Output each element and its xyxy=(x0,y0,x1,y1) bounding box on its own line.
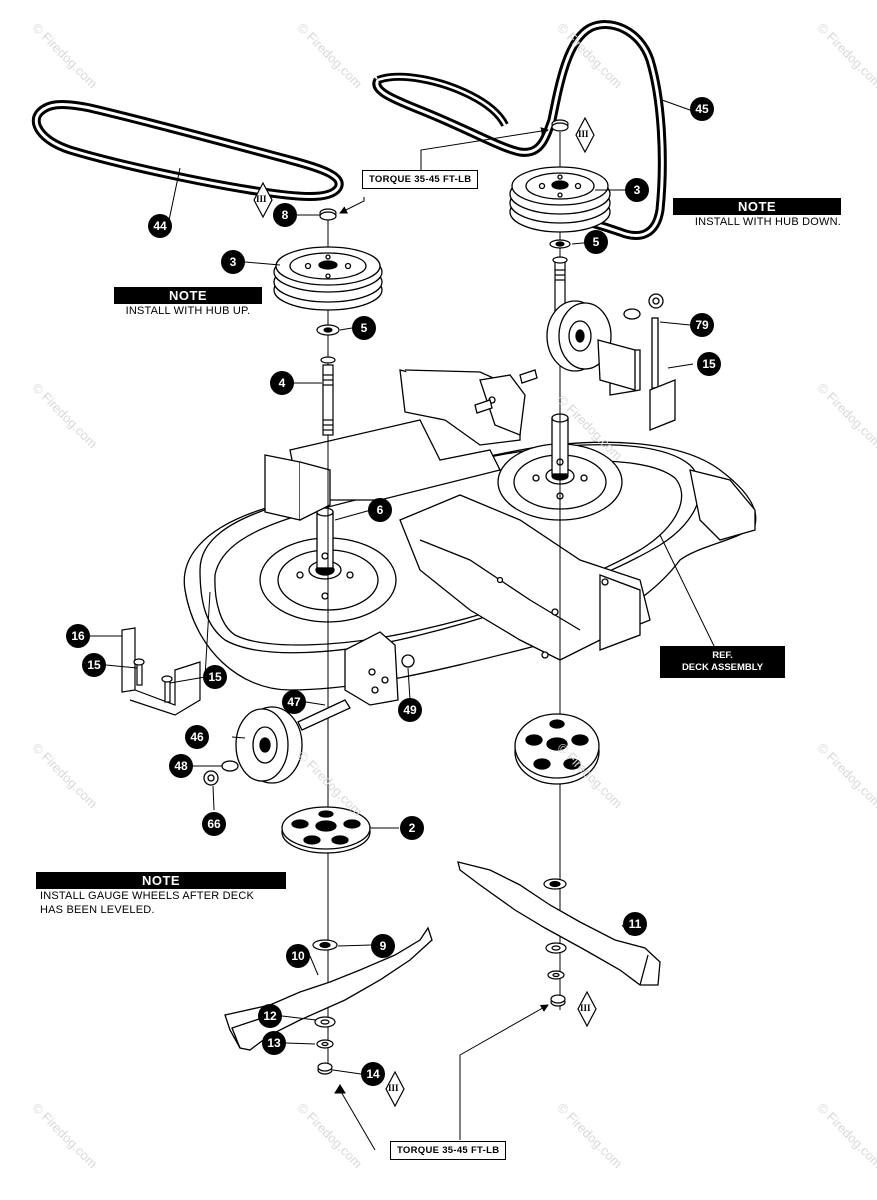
note-install-hub-down: NOTE INSTALL WITH HUB DOWN. xyxy=(673,198,841,229)
diamond-label-1: III xyxy=(256,194,267,204)
callout-10: 10 xyxy=(286,944,310,968)
callout-49: 49 xyxy=(398,698,422,722)
blade-right xyxy=(457,861,661,986)
callout-45: 45 xyxy=(690,97,714,121)
torque-label-top: TORQUE 35-45 FT-LB xyxy=(362,170,479,189)
callout-8: 8 xyxy=(273,203,297,227)
callout-13: 13 xyxy=(262,1031,286,1055)
callout-15-center: 15 xyxy=(203,665,227,689)
note-body-line1: INSTALL GAUGE WHEELS AFTER DECK xyxy=(40,890,255,902)
diamond-label-3: III xyxy=(388,1083,399,1093)
callout-9: 9 xyxy=(371,934,395,958)
note-gauge-wheels: NOTE INSTALL GAUGE WHEELS AFTER DECK HAS… xyxy=(36,872,286,917)
callout-12: 12 xyxy=(258,1004,282,1028)
diamond-label-4: III xyxy=(580,1003,591,1013)
callout-4: 4 xyxy=(270,371,294,395)
diamond-label-2: III xyxy=(578,129,589,139)
callout-46: 46 xyxy=(185,725,209,749)
note-title: NOTE xyxy=(36,872,286,889)
pulley-left xyxy=(273,246,383,311)
callout-3-right: 3 xyxy=(625,178,649,202)
belt-44 xyxy=(31,100,344,201)
ref-deck-assembly: REF. DECK ASSEMBLY xyxy=(660,646,785,678)
callout-15-right: 15 xyxy=(697,352,721,376)
callout-3-left: 3 xyxy=(221,250,245,274)
torque-label-bottom: TORQUE 35-45 FT-LB xyxy=(390,1141,507,1160)
note-body: INSTALL WITH HUB UP. xyxy=(125,305,251,317)
callout-79: 79 xyxy=(690,313,714,337)
pulley-right xyxy=(509,166,611,233)
belt-45 xyxy=(372,20,667,240)
diamond-symbol xyxy=(253,116,597,1108)
callout-48: 48 xyxy=(169,754,193,778)
ref-line1: REF. xyxy=(712,650,733,661)
note-title: NOTE xyxy=(673,198,841,215)
callout-47: 47 xyxy=(282,690,306,714)
callout-5-left: 5 xyxy=(352,316,376,340)
gauge-wheel-right xyxy=(474,293,676,431)
ref-line2: DECK ASSEMBLY xyxy=(681,662,764,673)
callout-5-right: 5 xyxy=(584,230,608,254)
callout-6: 6 xyxy=(368,498,392,522)
leader-lines xyxy=(90,99,716,1151)
note-body-line2: HAS BEEN LEVELED. xyxy=(40,904,155,916)
note-title: NOTE xyxy=(114,287,262,304)
callout-44: 44 xyxy=(148,214,172,238)
callout-16: 16 xyxy=(66,624,90,648)
gauge-wheel-left xyxy=(203,654,415,786)
blade-adapter-right xyxy=(514,713,600,785)
hardware-nuts-washers xyxy=(312,119,571,1075)
blade-adapter-left xyxy=(281,806,371,854)
callout-2: 2 xyxy=(400,816,424,840)
callout-15-left: 15 xyxy=(82,653,106,677)
bracket-left xyxy=(121,627,201,716)
note-body: INSTALL WITH HUB DOWN. xyxy=(694,216,841,228)
note-install-hub-up: NOTE INSTALL WITH HUB UP. xyxy=(114,287,262,318)
callout-11: 11 xyxy=(623,912,647,936)
callout-14: 14 xyxy=(361,1062,385,1086)
callout-66: 66 xyxy=(202,812,226,836)
